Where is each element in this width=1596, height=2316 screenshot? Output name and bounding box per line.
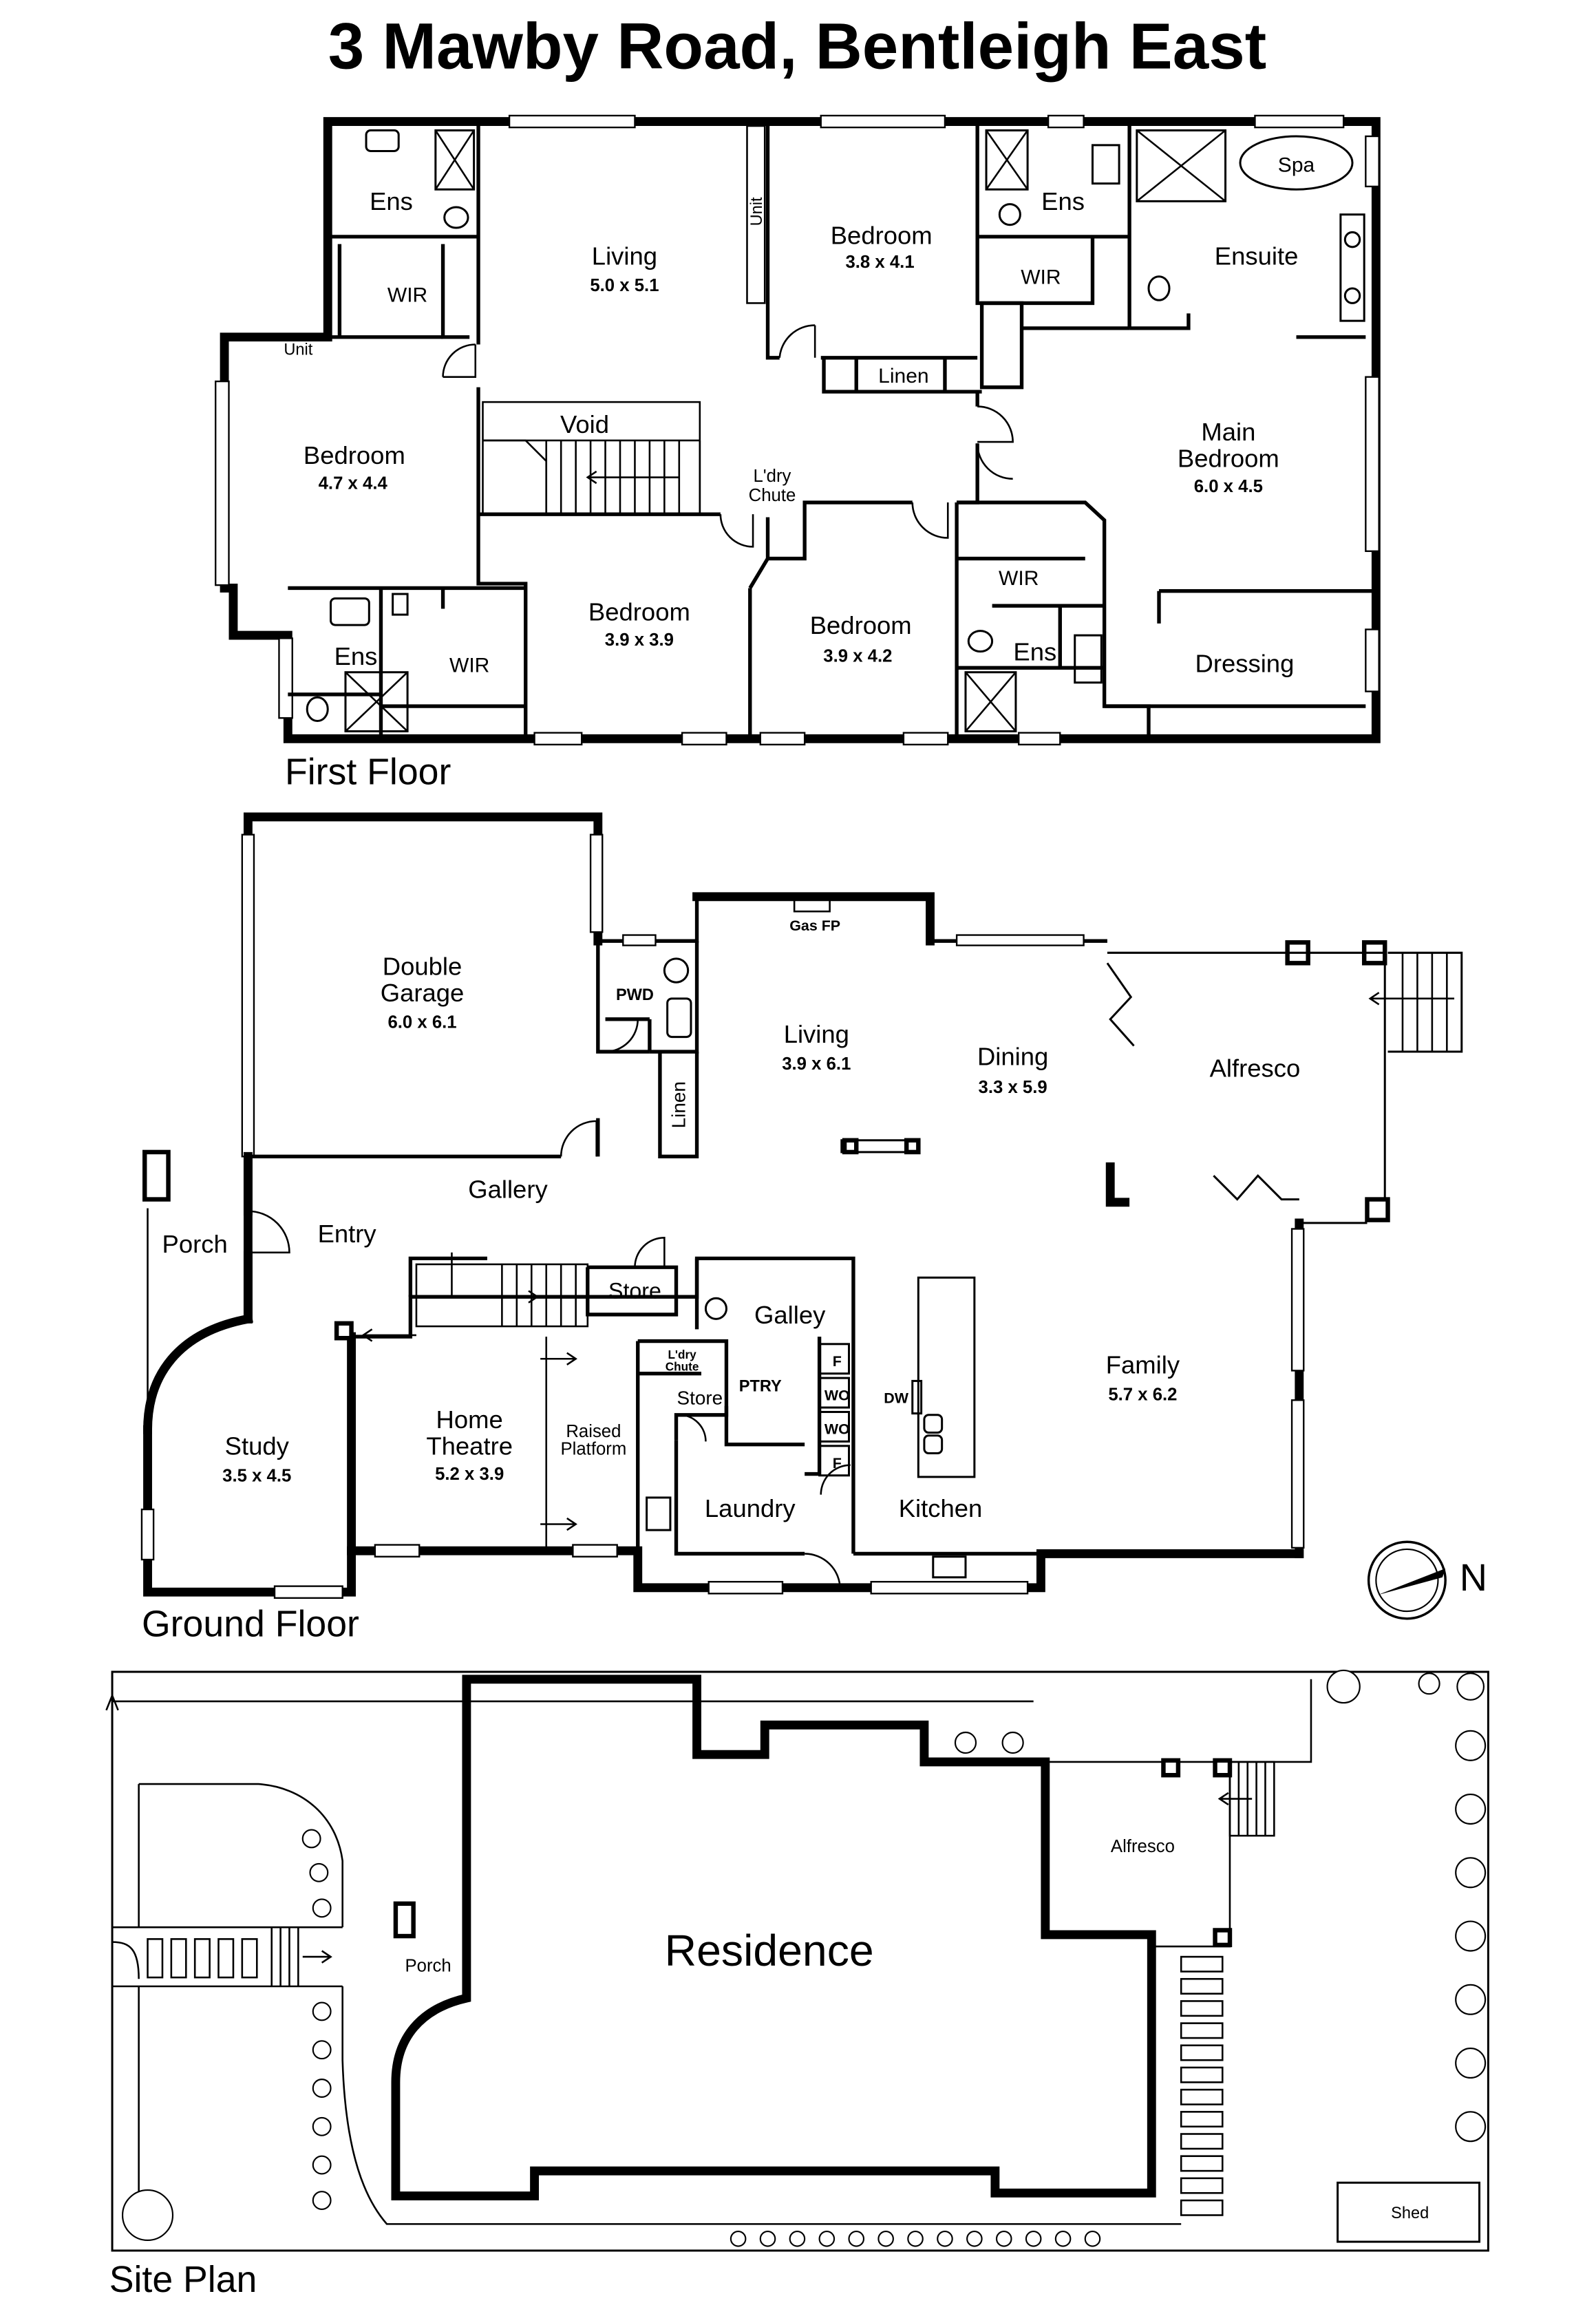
ff-wir-sw: WIR <box>449 655 489 677</box>
first-floor-heading: First Floor <box>285 752 451 793</box>
gf-dishwasher: DW <box>884 1390 908 1407</box>
gf-store-2: Store <box>677 1388 723 1409</box>
ff-bedroom-s1-size: 3.9 x 3.9 <box>605 630 674 650</box>
ff-ens-sw: Ens <box>334 642 378 670</box>
gf-platform-2: Platform <box>560 1440 626 1459</box>
gf-fridge-1: F <box>833 1353 842 1370</box>
gf-platform-1: Raised <box>566 1422 621 1441</box>
site-porch: Porch <box>405 1957 451 1976</box>
ff-wir-nw: WIR <box>387 284 427 306</box>
ff-void: Void <box>560 410 609 438</box>
ff-bedroom-w-size: 4.7 x 4.4 <box>319 474 388 493</box>
site-shed: Shed <box>1391 2204 1429 2222</box>
gf-theatre-1: Home <box>436 1405 503 1434</box>
ff-bedroom-n-size: 3.8 x 4.1 <box>845 253 914 272</box>
ff-ensuite: Ensuite <box>1215 242 1299 270</box>
ff-ldry-chute-2: Chute <box>749 486 796 505</box>
gf-ptry: PTRY <box>739 1377 782 1394</box>
ff-ens-n: Ens <box>1041 187 1085 215</box>
ff-wir-se: WIR <box>999 567 1039 590</box>
garage-wall <box>243 812 603 1324</box>
gf-garage-size: 6.0 x 6.1 <box>387 1013 456 1032</box>
gf-study-size: 3.5 x 4.5 <box>222 1466 291 1485</box>
ff-main-bedroom-1: Main <box>1201 418 1255 446</box>
ff-bedroom-s1: Bedroom <box>588 598 690 626</box>
ff-main-bedroom-size: 6.0 x 4.5 <box>1194 477 1263 496</box>
gf-living-size: 3.9 x 6.1 <box>782 1054 851 1074</box>
ff-bedroom-s2: Bedroom <box>810 611 912 639</box>
gf-gas-fp: Gas FP <box>789 917 840 934</box>
gf-theatre-size: 5.2 x 3.9 <box>435 1465 504 1484</box>
ff-main-bedroom-2: Bedroom <box>1178 445 1279 473</box>
ff-living: Living <box>592 242 657 270</box>
ff-ens-nw: Ens <box>370 187 413 215</box>
first-floor-plan: Ens WIR Unit Bedroom 4.7 x 4.4 Living 5.… <box>215 114 1381 746</box>
gf-porch: Porch <box>162 1230 228 1258</box>
gf-ldry-chute-1: L'dry <box>668 1348 696 1361</box>
gf-living: Living <box>784 1020 849 1048</box>
gf-dining: Dining <box>977 1042 1048 1070</box>
ff-unit-w: Unit <box>284 340 312 358</box>
ff-linen: Linen <box>878 365 928 387</box>
gf-kitchen: Kitchen <box>899 1494 983 1522</box>
gf-garage-2: Garage <box>381 979 465 1007</box>
gf-dining-size: 3.3 x 5.9 <box>979 1078 1047 1097</box>
gf-galley: Galley <box>754 1301 826 1329</box>
gf-fridge-2: F <box>833 1455 842 1472</box>
ff-dressing: Dressing <box>1195 650 1295 678</box>
gf-wall-oven-1: WO <box>824 1387 850 1403</box>
ff-spa: Spa <box>1278 153 1315 176</box>
ff-wir-n: WIR <box>1021 266 1061 289</box>
north-label: N <box>1460 1556 1487 1599</box>
ground-floor-heading: Ground Floor <box>142 1604 359 1645</box>
north-compass: N <box>1367 1540 1487 1620</box>
ff-living-size: 5.0 x 5.1 <box>590 276 659 295</box>
gf-ldry-chute-2: Chute <box>666 1359 699 1373</box>
gf-study: Study <box>225 1432 290 1460</box>
site-plan-heading: Site Plan <box>109 2259 257 2300</box>
ff-bedroom-n: Bedroom <box>831 222 933 250</box>
gf-family: Family <box>1106 1351 1180 1379</box>
gf-alfresco: Alfresco <box>1210 1054 1301 1083</box>
gf-laundry: Laundry <box>705 1494 796 1522</box>
ff-unit-c: Unit <box>747 197 765 226</box>
gf-gallery: Gallery <box>468 1175 548 1203</box>
gf-linen: Linen <box>668 1081 689 1128</box>
site-alfresco: Alfresco <box>1111 1837 1175 1856</box>
ff-bedroom-s2-size: 3.9 x 4.2 <box>823 647 892 666</box>
site-residence: Residence <box>665 1926 874 1975</box>
gf-store-1: Store <box>608 1278 661 1303</box>
plan-title: 3 Mawby Road, Bentleigh East <box>328 10 1266 83</box>
gf-pwd: PWD <box>616 986 654 1003</box>
gf-wall-oven-2: WO <box>824 1421 850 1438</box>
gf-garage-1: Double <box>383 952 462 980</box>
site-plan: Residence Porch Alfresco Shed <box>105 1669 1489 2252</box>
gf-entry: Entry <box>318 1220 377 1248</box>
ff-ldry-chute-1: L'dry <box>753 467 791 486</box>
gf-theatre-2: Theatre <box>426 1432 513 1460</box>
gf-family-size: 5.7 x 6.2 <box>1108 1385 1177 1404</box>
residence-outline <box>391 1675 1156 2201</box>
ff-bedroom-w: Bedroom <box>304 441 405 469</box>
ff-ens-se: Ens <box>1013 638 1056 666</box>
ground-floor-plan: Double Garage 6.0 x 6.1 PWD Linen Gas FP… <box>140 812 1463 1599</box>
